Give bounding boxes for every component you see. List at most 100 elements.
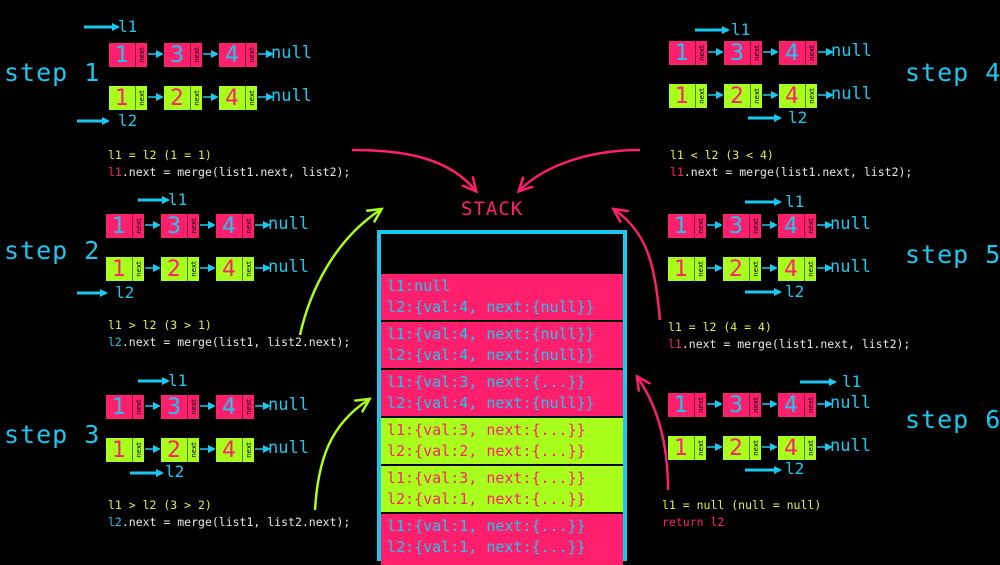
node-value: 2	[167, 256, 181, 282]
node-value: 4	[785, 40, 799, 66]
node-next-field: next	[750, 41, 762, 65]
node-value: 4	[784, 392, 798, 418]
node-next-field: next	[694, 436, 706, 460]
stack: l1:null l2:{val:4, next:{null}} l1:{val:4,…	[377, 230, 627, 565]
statement-target: l1	[108, 165, 122, 179]
condition-text: l1 > l2 (3 > 2)	[108, 498, 212, 512]
node-value: 4	[784, 435, 798, 461]
list-node: 3 next	[722, 392, 762, 418]
l2-pointer-label: l2	[115, 283, 135, 302]
list-node: 2 next	[160, 437, 200, 463]
node-value: 1	[112, 394, 126, 420]
node-next-field: next	[695, 41, 707, 65]
node-next-label: next	[697, 88, 706, 104]
node-next-label: next	[751, 261, 760, 277]
node-next-field: next	[694, 393, 706, 417]
node-value: 1	[674, 392, 688, 418]
node-next-label: next	[137, 47, 146, 63]
flow-arrow-step1-to-stack	[351, 148, 475, 190]
condition-text: l1 = l2 (1 = 1)	[108, 148, 212, 162]
l2-pointer-label: l2	[785, 459, 805, 478]
node-next-label: next	[751, 218, 760, 234]
stack-frame-l2: l2:{val:4, next:{null}}	[387, 394, 595, 412]
node-next-field: next	[805, 84, 817, 108]
node-next-field: next	[190, 43, 202, 67]
node-next-field: next	[190, 86, 202, 110]
node-next-field: next	[749, 393, 761, 417]
node-next-field: next	[132, 395, 144, 419]
list-node: 4 next	[778, 83, 818, 109]
flow-arrow-step3-to-stack	[313, 400, 368, 511]
node-value: 1	[674, 435, 688, 461]
stack-frame-l1: l1:{val:3, next:{...}}	[387, 421, 586, 439]
list-node: 4 next	[777, 435, 817, 461]
node-next-field: next	[804, 214, 816, 238]
stack-frame: l1:{val:4, next:{null}}l2:{val:4, next:{…	[381, 322, 623, 368]
stack-frame: l1:{val:1, next:{...}}l2:{val:1, next:{.…	[381, 514, 623, 565]
node-next-label: next	[134, 442, 143, 458]
node-value: 2	[167, 437, 181, 463]
node-value: 1	[675, 83, 689, 109]
stack-frame-l1: l1:null	[387, 277, 451, 295]
node-next-label: next	[189, 261, 198, 277]
node-next-field: next	[694, 257, 706, 281]
node-next-field: next	[187, 438, 199, 462]
l2-pointer-label: l2	[165, 462, 185, 481]
node-next-field: next	[750, 84, 762, 108]
step-label: step 2	[4, 236, 101, 265]
node-value: 3	[730, 40, 744, 66]
null-label: null	[830, 436, 871, 456]
condition-text: l1 < l2 (3 < 4)	[670, 148, 774, 162]
node-value: 4	[785, 83, 799, 109]
step-label: step 3	[4, 420, 101, 449]
stack-frame-l2: l2:{val:4, next:{null}}	[387, 298, 595, 316]
statement-call: .next = merge(list1.next, list2);	[681, 337, 911, 351]
statement-target: return l2	[662, 515, 725, 529]
node-next-label: next	[192, 90, 201, 106]
list-node: 1 next	[667, 392, 707, 418]
stack-frame: l1:{val:3, next:{...}} l2:{val:4, next:{n…	[381, 370, 623, 416]
list-node: 2 next	[160, 256, 200, 282]
node-value: 1	[674, 213, 688, 239]
node-next-label: next	[806, 261, 815, 277]
flow-arrow-step5-to-stack	[615, 210, 662, 321]
null-label: null	[271, 86, 312, 106]
node-next-label: next	[752, 88, 761, 104]
node-next-label: next	[134, 399, 143, 415]
stack-frame-l1: l1:{val:3, next:{...}}	[387, 373, 586, 391]
statement-target: l1	[670, 165, 684, 179]
node-next-label: next	[806, 440, 815, 456]
node-value: 1	[112, 213, 126, 239]
stack-frame-l2: l2:{val:1, next:{...}}	[387, 538, 586, 556]
pointer-arrows	[77, 23, 837, 477]
statement-target: l2	[108, 515, 122, 529]
node-value: 3	[729, 392, 743, 418]
stack-frame-l1: l1:{val:4, next:{null}}	[387, 325, 595, 343]
statement-text: l1.next = merge(list1.next, list2);	[108, 165, 350, 180]
condition-text: l1 = l2 (4 = 4)	[668, 320, 772, 334]
node-next-label: next	[189, 442, 198, 458]
node-next-label: next	[134, 261, 143, 277]
node-next-field: next	[695, 84, 707, 108]
stack-frame-l2: l2:{val:2, next:{...}}	[387, 442, 586, 460]
node-next-field: next	[804, 257, 816, 281]
l2-pointer-label: l2	[788, 108, 808, 127]
l1-pointer-label: l1	[168, 371, 188, 390]
null-label: null	[268, 257, 309, 277]
node-next-label: next	[244, 442, 253, 458]
